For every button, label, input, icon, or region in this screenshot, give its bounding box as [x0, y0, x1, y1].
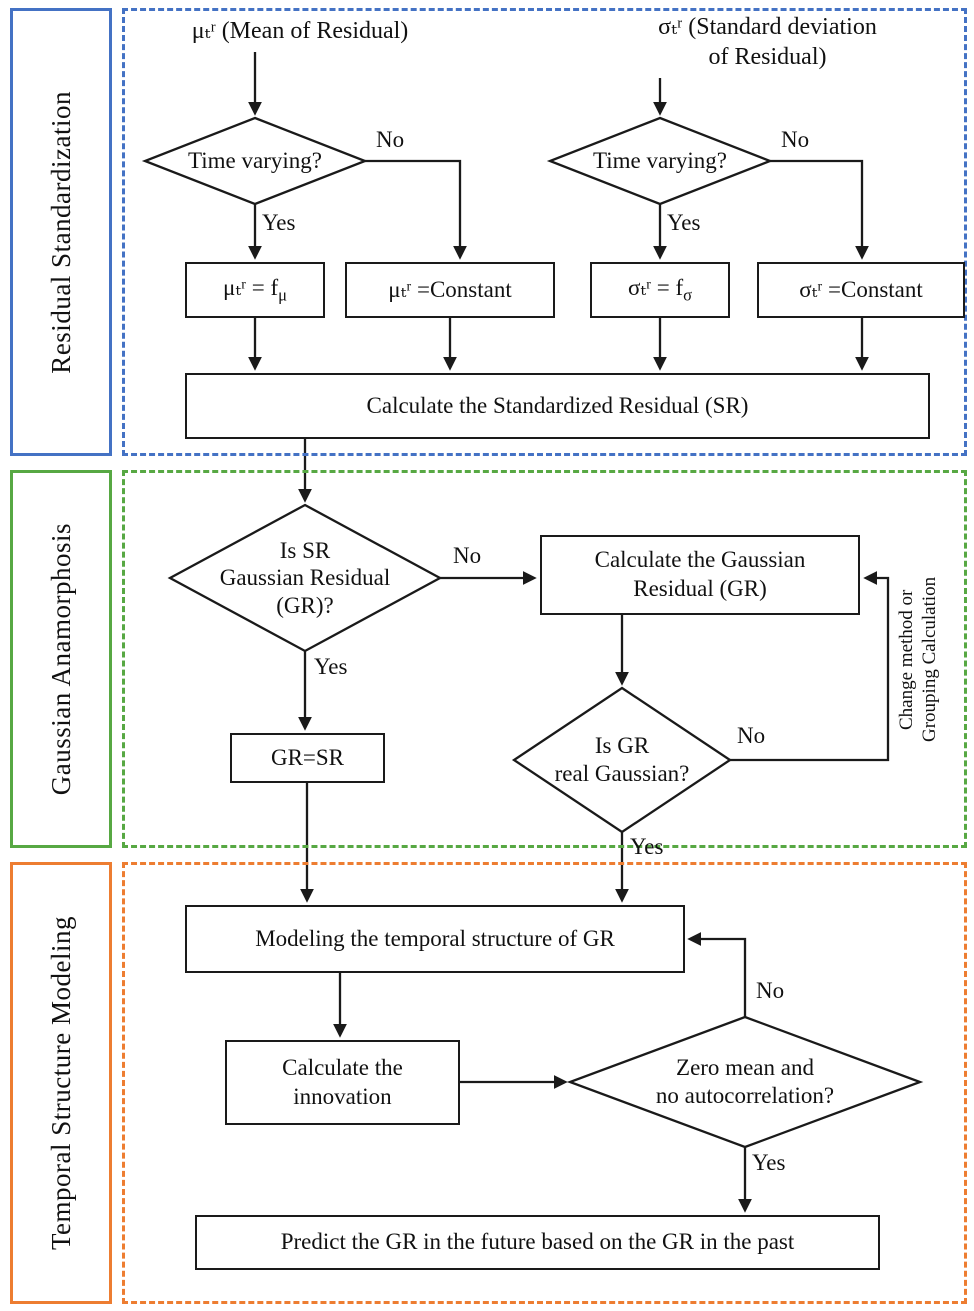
decision-zero-mean: Zero mean and no autocorrelation? — [655, 1055, 835, 1108]
sigma-function-label: σₜʳ = f — [627, 274, 684, 300]
box-mu-function: μₜʳ = fμ — [185, 262, 325, 318]
input-label-std-residual: σₜʳ (Standard deviation of Residual) — [658, 14, 877, 70]
section-label-text: Gaussian Anamorphosis — [45, 522, 76, 796]
mu-function-subscript: μ — [278, 285, 287, 305]
section-label-gaussian-anamorphosis: Gaussian Anamorphosis — [10, 470, 112, 848]
section-frame-temporal-structure — [122, 862, 967, 1304]
predict-label: Predict the GR in the future based on th… — [280, 1229, 795, 1255]
feedback-loop-label: Change method or Grouping Calculation — [896, 576, 940, 743]
calculate-gr-label: Calculate the Gaussian Residual (GR) — [594, 547, 806, 601]
sigma-constant-label: σₜʳ =Constant — [799, 276, 923, 302]
edge-label-yes-sigma: Yes — [667, 210, 701, 235]
box-gr-equals-sr: GR=SR — [230, 733, 385, 783]
edge-label-yes-zero-mean: Yes — [752, 1150, 786, 1175]
arrow-zero-mean-no-feedback — [687, 932, 747, 1017]
calculate-innovation-label: Calculate the innovation — [282, 1054, 403, 1109]
decision-mu-time-varying: Time varying? — [188, 148, 322, 174]
edge-label-yes-mu: Yes — [262, 210, 296, 235]
edge-label-no-zero-mean: No — [756, 978, 785, 1003]
modeling-label: Modeling the temporal structure of GR — [255, 925, 615, 951]
mu-function-label: μₜʳ = f — [222, 274, 279, 300]
section-label-text: Temporal Structure Modeling — [45, 915, 76, 1251]
decision-sigma-time-varying: Time varying? — [593, 148, 727, 174]
box-sigma-constant: σₜʳ =Constant — [757, 262, 965, 318]
input-label-mean-residual: μₜʳ (Mean of Residual) — [191, 18, 409, 44]
edge-label-no-gr-real: No — [737, 723, 766, 748]
arrow-mu-no — [365, 159, 467, 260]
section-label-temporal-structure: Temporal Structure Modeling — [10, 862, 112, 1304]
edge-label-yes-sr-gaussian: Yes — [314, 654, 348, 679]
calculate-sr-label: Calculate the Standardized Residual (SR) — [366, 392, 749, 418]
gr-equals-sr-label: GR=SR — [270, 744, 345, 770]
arrow-gr-no-feedback — [730, 571, 890, 762]
sigma-function-subscript: σ — [683, 285, 693, 305]
edge-label-no-sigma: No — [781, 127, 810, 152]
edge-label-no-sr-gaussian: No — [453, 543, 482, 568]
box-calculate-gaussian-residual: Calculate the Gaussian Residual (GR) — [540, 535, 860, 615]
edge-label-no-mu: No — [376, 127, 405, 152]
section-label-text: Residual Standardization — [45, 90, 76, 374]
edge-label-yes-gr-real: Yes — [630, 834, 664, 859]
section-frame-residual-standardization — [122, 8, 967, 456]
decision-is-gr-real-gaussian: Is GR real Gaussian? — [554, 733, 690, 786]
box-mu-constant: μₜʳ =Constant — [345, 262, 555, 318]
box-calculate-standardized-residual: Calculate the Standardized Residual (SR) — [185, 373, 930, 439]
box-modeling-temporal-structure: Modeling the temporal structure of GR — [185, 905, 685, 973]
arrow-sigma-no — [770, 159, 869, 260]
box-predict-gr: Predict the GR in the future based on th… — [195, 1215, 880, 1270]
section-label-residual-standardization: Residual Standardization — [10, 8, 112, 456]
section-frame-gaussian-anamorphosis — [122, 470, 967, 848]
box-calculate-innovation: Calculate the innovation — [225, 1040, 460, 1125]
box-sigma-function: σₜʳ = fσ — [590, 262, 730, 318]
decision-is-sr-gaussian: Is SR Gaussian Residual (GR)? — [219, 537, 391, 618]
mu-constant-label: μₜʳ =Constant — [388, 276, 512, 302]
